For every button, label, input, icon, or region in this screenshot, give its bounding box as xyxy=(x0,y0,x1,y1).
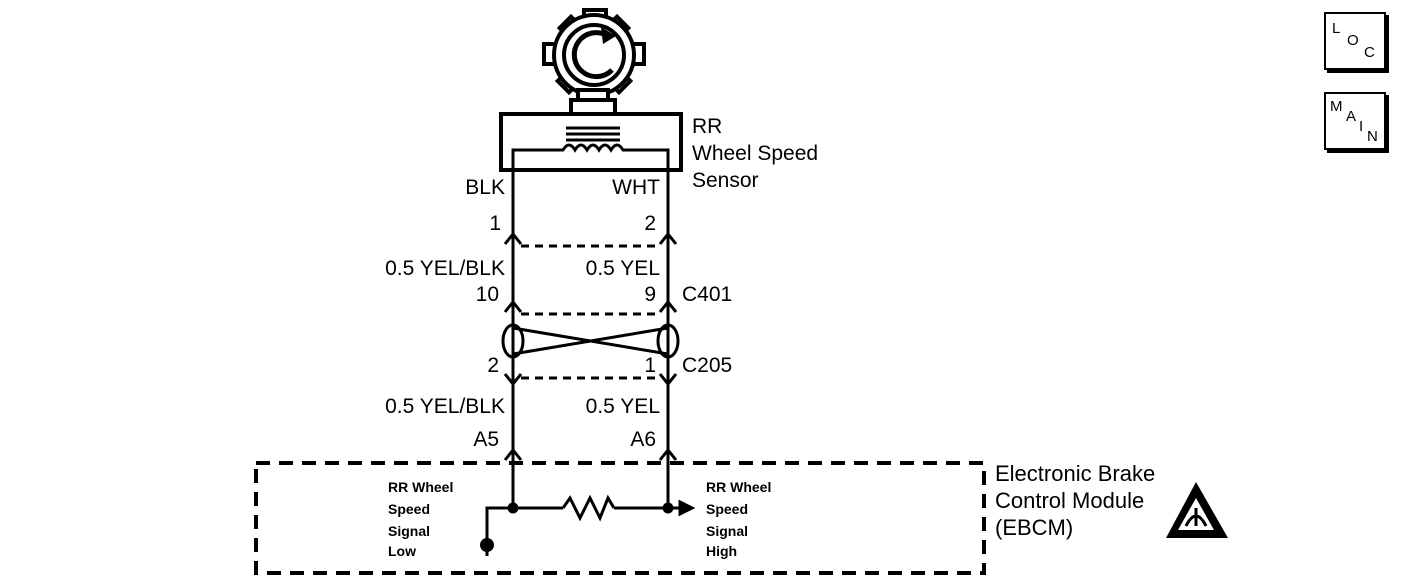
connector-c401 xyxy=(503,299,678,316)
wire-label-c205-left: 0.5 YEL/BLK xyxy=(385,395,505,418)
ebcm-module-boundary xyxy=(254,461,986,575)
signal-low-line4: Low xyxy=(388,543,416,559)
sensor-name-line3: Sensor xyxy=(692,169,759,192)
pin-c401-right: 9 xyxy=(644,283,656,306)
resistor-icon xyxy=(561,494,616,522)
wire-label-c401-left: 0.5 YEL/BLK xyxy=(385,257,505,280)
ebcm-name-line1: Electronic Brake xyxy=(995,461,1155,486)
connector-id-c401: C401 xyxy=(682,283,732,306)
pin-sensor-left: 1 xyxy=(489,212,501,235)
connector-id-c205: C205 xyxy=(682,354,732,377)
wire-color-right: WHT xyxy=(612,176,660,199)
sensor-body xyxy=(499,112,683,172)
connector-ebcm-pins xyxy=(503,447,678,461)
loc-letter-c: C xyxy=(1364,44,1375,61)
esd-warning-icon xyxy=(1166,482,1228,538)
pin-ebcm-a6: A6 xyxy=(630,428,656,451)
wire-label-c205-right: 0.5 YEL xyxy=(586,395,660,418)
sensor-name-line2: Wheel Speed xyxy=(692,142,818,165)
loc-button[interactable]: L O C xyxy=(1324,12,1386,70)
ebcm-name-line2: Control Module xyxy=(995,488,1144,513)
pin-sensor-right: 2 xyxy=(644,212,656,235)
connector-c205 xyxy=(503,373,678,387)
ebcm-internal-circuit xyxy=(485,470,696,545)
pin-c205-right: 1 xyxy=(644,354,656,377)
wheel-speed-sensor-icon xyxy=(542,8,646,116)
connector-sensor-pins xyxy=(503,231,678,248)
pin-c205-left: 2 xyxy=(487,354,499,377)
ebcm-name-line3: (EBCM) xyxy=(995,515,1073,540)
signal-low-line2: Speed xyxy=(388,501,430,517)
loc-letter-o: O xyxy=(1347,32,1359,49)
wire-label-c401-right: 0.5 YEL xyxy=(586,257,660,280)
main-button[interactable]: M A I N xyxy=(1324,92,1386,150)
signal-high-line3: Signal xyxy=(706,523,748,539)
twisted-pair-symbol xyxy=(501,323,680,359)
pin-ebcm-a5: A5 xyxy=(473,428,499,451)
main-letter-i: I xyxy=(1359,118,1364,135)
sensor-name-line1: RR xyxy=(692,115,722,138)
main-letter-m: M xyxy=(1330,98,1343,115)
ground-icon xyxy=(480,534,494,556)
signal-high-line1: RR Wheel xyxy=(706,479,771,495)
wire-color-left: BLK xyxy=(465,176,505,199)
main-letter-n: N xyxy=(1367,128,1378,145)
signal-low-line3: Signal xyxy=(388,523,430,539)
signal-low-line1: RR Wheel xyxy=(388,479,453,495)
signal-high-line4: High xyxy=(706,543,737,559)
signal-high-line2: Speed xyxy=(706,501,748,517)
main-letter-a: A xyxy=(1346,108,1357,125)
pin-c401-left: 10 xyxy=(476,283,499,306)
loc-letter-l: L xyxy=(1332,20,1341,37)
